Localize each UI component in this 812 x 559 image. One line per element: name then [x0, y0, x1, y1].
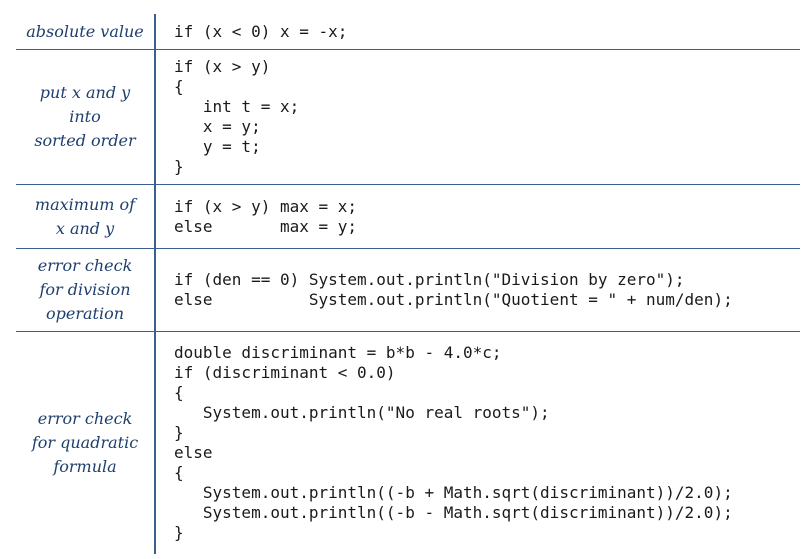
code-examples-table: absolute value if (x < 0) x = -x; put x …: [16, 14, 800, 554]
code-line: }: [174, 423, 184, 442]
code-line: System.out.println((-b - Math.sqrt(discr…: [174, 503, 733, 522]
code-line: {: [174, 77, 184, 96]
code-line: if (discriminant < 0.0): [174, 363, 396, 382]
row-label: put x and y into sorted order: [34, 83, 136, 150]
column-divider: [154, 14, 156, 554]
table-row-maximum: maximum of x and y if (x > y) max = x; e…: [16, 185, 800, 249]
code-line: double discriminant = b*b - 4.0*c;: [174, 343, 502, 362]
code-line: else max = y;: [174, 216, 358, 236]
row-label: absolute value: [26, 21, 144, 41]
code-block: if (den == 0) System.out.println("Divisi…: [174, 249, 800, 331]
code-block: if (x > y) max = x; else max = y;: [174, 185, 800, 248]
table-row-absolute-value: absolute value if (x < 0) x = -x;: [16, 14, 800, 50]
code-line: {: [174, 463, 184, 482]
code-line: else: [174, 443, 213, 462]
table-row-quadratic-check: error check for quadratic formula double…: [16, 332, 800, 554]
code-line: System.out.println("No real roots");: [174, 403, 550, 422]
code-line: }: [174, 523, 184, 542]
row-label: error check for quadratic formula: [31, 409, 139, 476]
table-row-sorted-order: put x and y into sorted order if (x > y)…: [16, 50, 800, 185]
code-line: y = t;: [174, 137, 261, 156]
code-line: System.out.println((-b + Math.sqrt(discr…: [174, 483, 733, 502]
code-line: if (x > y): [174, 57, 271, 76]
code-line: if (x < 0) x = -x;: [174, 21, 348, 41]
code-line: if (x > y) max = x;: [174, 196, 358, 216]
code-block: double discriminant = b*b - 4.0*c; if (d…: [174, 332, 800, 554]
row-label: maximum of x and y: [34, 194, 136, 238]
table-row-division-check: error check for division operation if (d…: [16, 249, 800, 332]
code-line: {: [174, 383, 184, 402]
row-label: error check for division operation: [37, 256, 133, 323]
code-line: if (den == 0) System.out.println("Divisi…: [174, 270, 685, 289]
code-line: int t = x;: [174, 97, 300, 116]
code-line: }: [174, 157, 184, 176]
code-line: x = y;: [174, 117, 261, 136]
code-line: else System.out.println("Quotient = " + …: [174, 290, 733, 309]
code-block: if (x < 0) x = -x;: [174, 14, 800, 49]
code-block: if (x > y) { int t = x; x = y; y = t; }: [174, 50, 800, 184]
